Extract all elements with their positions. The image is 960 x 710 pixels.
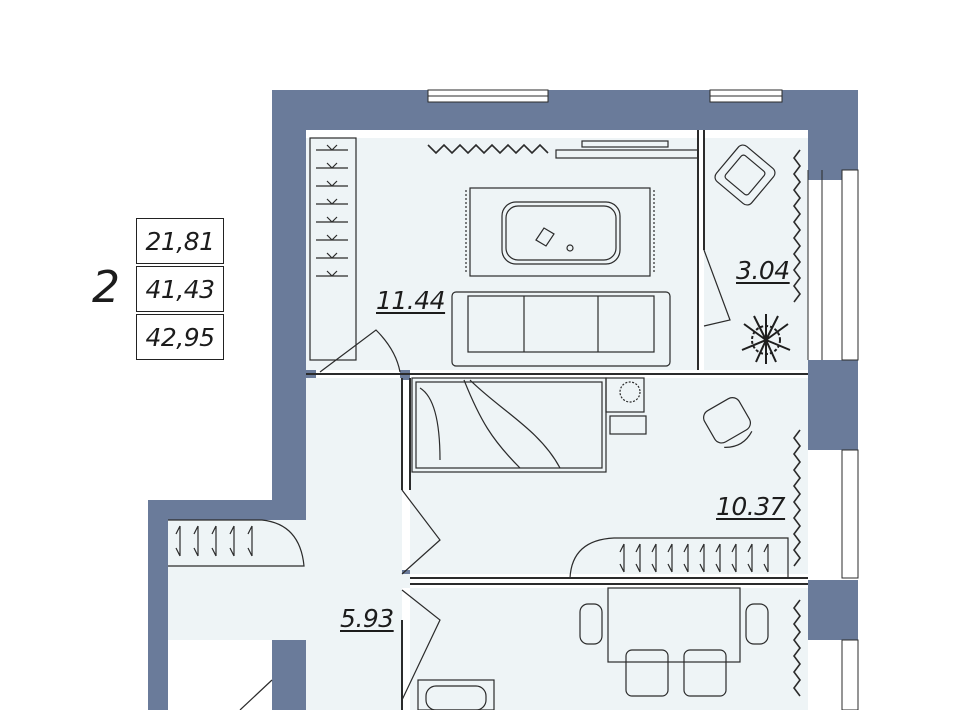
dining-table-icon: [579, 587, 769, 697]
window-bedroom: [841, 449, 859, 579]
curtain-icon: [427, 143, 801, 697]
total-area-with-balcony-value: 42,95: [136, 314, 224, 360]
window-kitchen: [841, 639, 859, 710]
door-icon: [239, 249, 731, 710]
rug-icon: [465, 187, 655, 277]
total-area-value: 41,43: [136, 266, 224, 312]
floors: [168, 138, 808, 710]
tv-stand-icon: [555, 140, 699, 159]
living-area-value: 21,81: [136, 218, 224, 264]
wardrobe-icon: [168, 519, 305, 567]
desk-chair-icon: [605, 377, 753, 448]
wardrobe-icon: [309, 137, 357, 361]
walls: [148, 90, 858, 710]
room-label-living-room: 11.44: [376, 286, 446, 315]
bed-icon: [411, 377, 607, 473]
windows: [427, 89, 859, 710]
plant-icon: [741, 314, 791, 364]
room-label-hallway: 5.93: [340, 604, 394, 633]
partitions: [306, 130, 808, 710]
window-right-balcony: [841, 169, 859, 361]
room-label-bedroom: 10.37: [716, 492, 786, 521]
room-label-balcony: 3.04: [736, 256, 790, 285]
bath-icon: [417, 679, 495, 710]
wardrobe-icon: [569, 537, 789, 579]
rooms-count: 2: [92, 262, 120, 313]
armchair-icon: [714, 144, 776, 206]
sofa-icon: [451, 291, 671, 367]
